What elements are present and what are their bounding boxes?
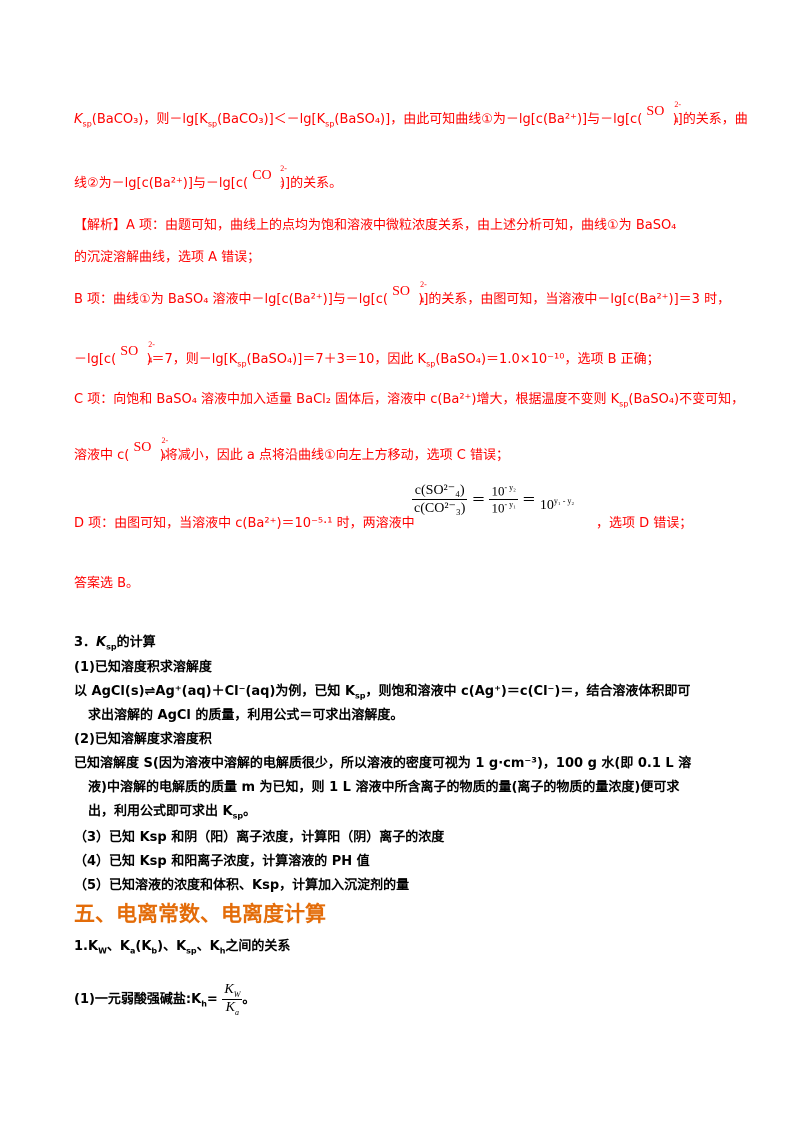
item-3: （3）已知 Ksp 和阴（阳）离子浓度，计算阳（阴）离子的浓度	[74, 830, 445, 845]
analysis-d: D 项：由图可知，当溶液中 c(Ba²⁺)＝10⁻⁵·¹ 时，两溶液中	[74, 516, 415, 531]
salt-hydrolysis-formula: (1)一元弱酸强碱盐:Kh= KW Ka 。	[74, 982, 256, 1017]
answer: 答案选 B。	[74, 576, 140, 591]
analysis-c: C 项：向饱和 BaSO₄ 溶液中加入适量 BaCl₂ 固体后，溶液中 c(Ba…	[74, 392, 745, 409]
item-2: (2)已知溶解度求溶度积	[74, 732, 212, 747]
item-1-text-cont: 求出溶解的 AgCl 的质量，利用公式＝可求出溶解度。	[88, 708, 404, 723]
item-2-text-cont: 液)中溶解的电解质的质量 m 为已知，则 1 L 溶液中所含离子的物质的量(离子…	[88, 780, 680, 795]
analysis-b: B 项：曲线①为 BaSO₄ 溶液中－lg[c(Ba²⁺)]与－lg[c( SO…	[74, 280, 731, 307]
item-4: （4）已知 Ksp 和阳离子浓度，计算溶液的 PH 值	[74, 854, 370, 869]
equilibrium-arrow-icon: ⇌	[144, 684, 156, 699]
item-1: (1)已知溶度积求溶解度	[74, 660, 212, 675]
ksp-calc-heading: 3．Ksp的计算	[74, 635, 156, 652]
item-1-text: 以 AgCl(s)⇌Ag⁺(aq)＋Cl⁻(aq)为例，已知 Ksp，则饱和溶液…	[74, 684, 691, 701]
relation-heading: 1.KW、Ka(Kb)、Ksp、Kh之间的关系	[74, 939, 291, 956]
item-2-text: 已知溶解度 S(因为溶液中溶解的电解质很少，所以溶液的密度可视为 1 g·cm⁻…	[74, 756, 692, 771]
analysis-d-end: ，选项 D 错误；	[596, 516, 693, 531]
para-ksp-compare: Ksp(BaCO₃)，则－lg[Ksp(BaCO₃)]＜－lg[Ksp(BaSO…	[74, 100, 748, 129]
item-2-text-end: 出，利用公式即可求出 Ksp。	[88, 804, 257, 821]
section-title: 五、电离常数、电离度计算	[74, 902, 326, 926]
analysis-a: 【解析】A 项：由题可知，曲线上的点均为饱和溶液中微粒浓度关系，由上述分析可知，…	[74, 218, 677, 233]
item-5: （5）已知溶液的浓度和体积、Ksp，计算加入沉淀剂的量	[74, 878, 410, 893]
analysis-a-cont: 的沉淀溶解曲线，选项 A 错误；	[74, 250, 261, 265]
